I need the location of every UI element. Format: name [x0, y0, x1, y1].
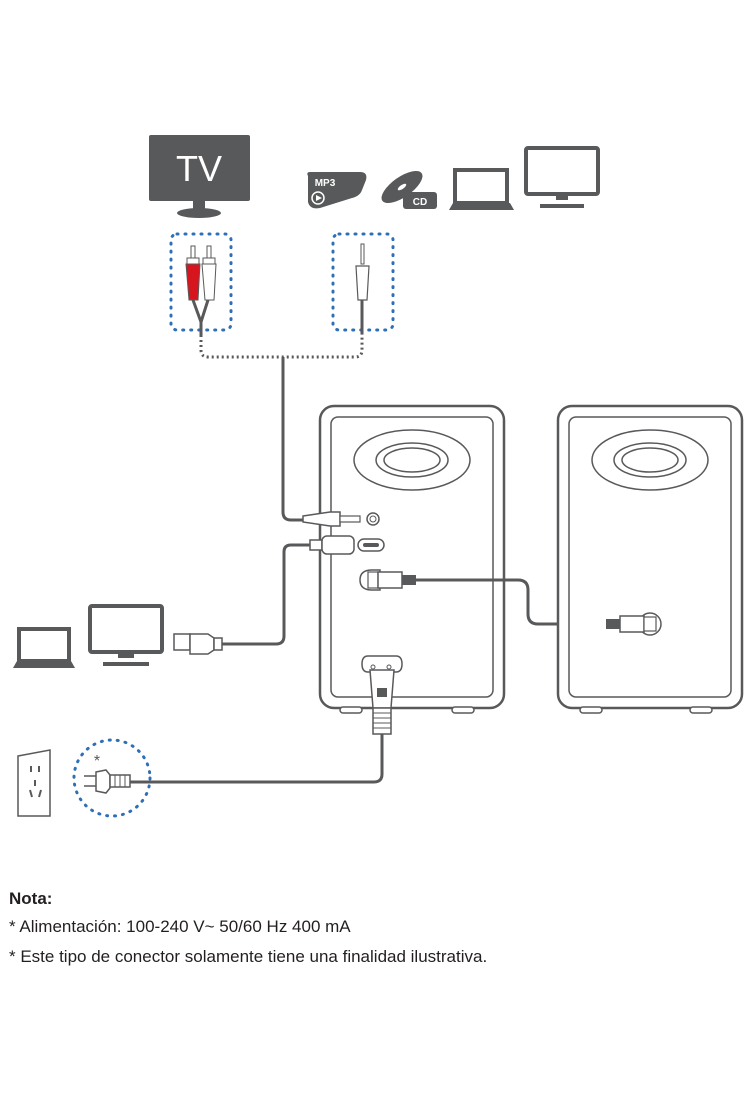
mp3-label: MP3	[315, 178, 336, 189]
note-section: Nota: * Alimentación: 100-240 V~ 50/60 H…	[9, 886, 487, 972]
monitor-icon	[524, 146, 600, 208]
rca-red-plug	[185, 245, 201, 301]
laptop-icon	[449, 168, 514, 210]
wall-outlet-icon	[17, 749, 51, 817]
note-power-spec: * Alimentación: 100-240 V~ 50/60 Hz 400 …	[9, 917, 351, 936]
laptop-icon-usb	[13, 627, 75, 668]
cd-label: CD	[413, 197, 427, 208]
power-asterisk: *	[94, 753, 100, 770]
note-title: Nota:	[9, 889, 53, 908]
speaker-link-cable	[416, 578, 606, 626]
rca-cable	[191, 299, 210, 335]
aux-cable	[281, 357, 305, 522]
dotted-cable	[199, 334, 364, 359]
rca-highlight	[169, 232, 233, 332]
tv-label: TV	[176, 148, 222, 189]
usb-c-port	[357, 538, 385, 552]
plug-highlight	[72, 738, 152, 818]
tv-icon: TV	[149, 135, 250, 218]
right-speaker	[556, 404, 744, 714]
left-speaker	[318, 404, 506, 714]
speaker-link-port-left	[359, 569, 416, 591]
usb-c-plug	[309, 535, 355, 555]
rca-white-plug	[201, 245, 217, 301]
aux-highlight	[331, 232, 395, 332]
power-inlet	[361, 655, 403, 735]
usb-cable	[222, 543, 310, 646]
note-connector-disclaimer: * Este tipo de conector solamente tiene …	[9, 947, 488, 966]
cd-icon: CD	[381, 170, 437, 209]
monitor-icon-usb	[88, 604, 164, 666]
connection-diagram: TV MP3 CD	[13, 135, 744, 818]
aux-input-jack	[302, 511, 380, 527]
ac-plug-icon	[84, 769, 131, 794]
speaker-link-port-right	[606, 612, 662, 636]
mp3-player-icon: MP3	[307, 172, 367, 209]
power-cable	[130, 734, 384, 784]
usb-a-plug	[173, 633, 223, 655]
aux-plug	[355, 243, 370, 334]
